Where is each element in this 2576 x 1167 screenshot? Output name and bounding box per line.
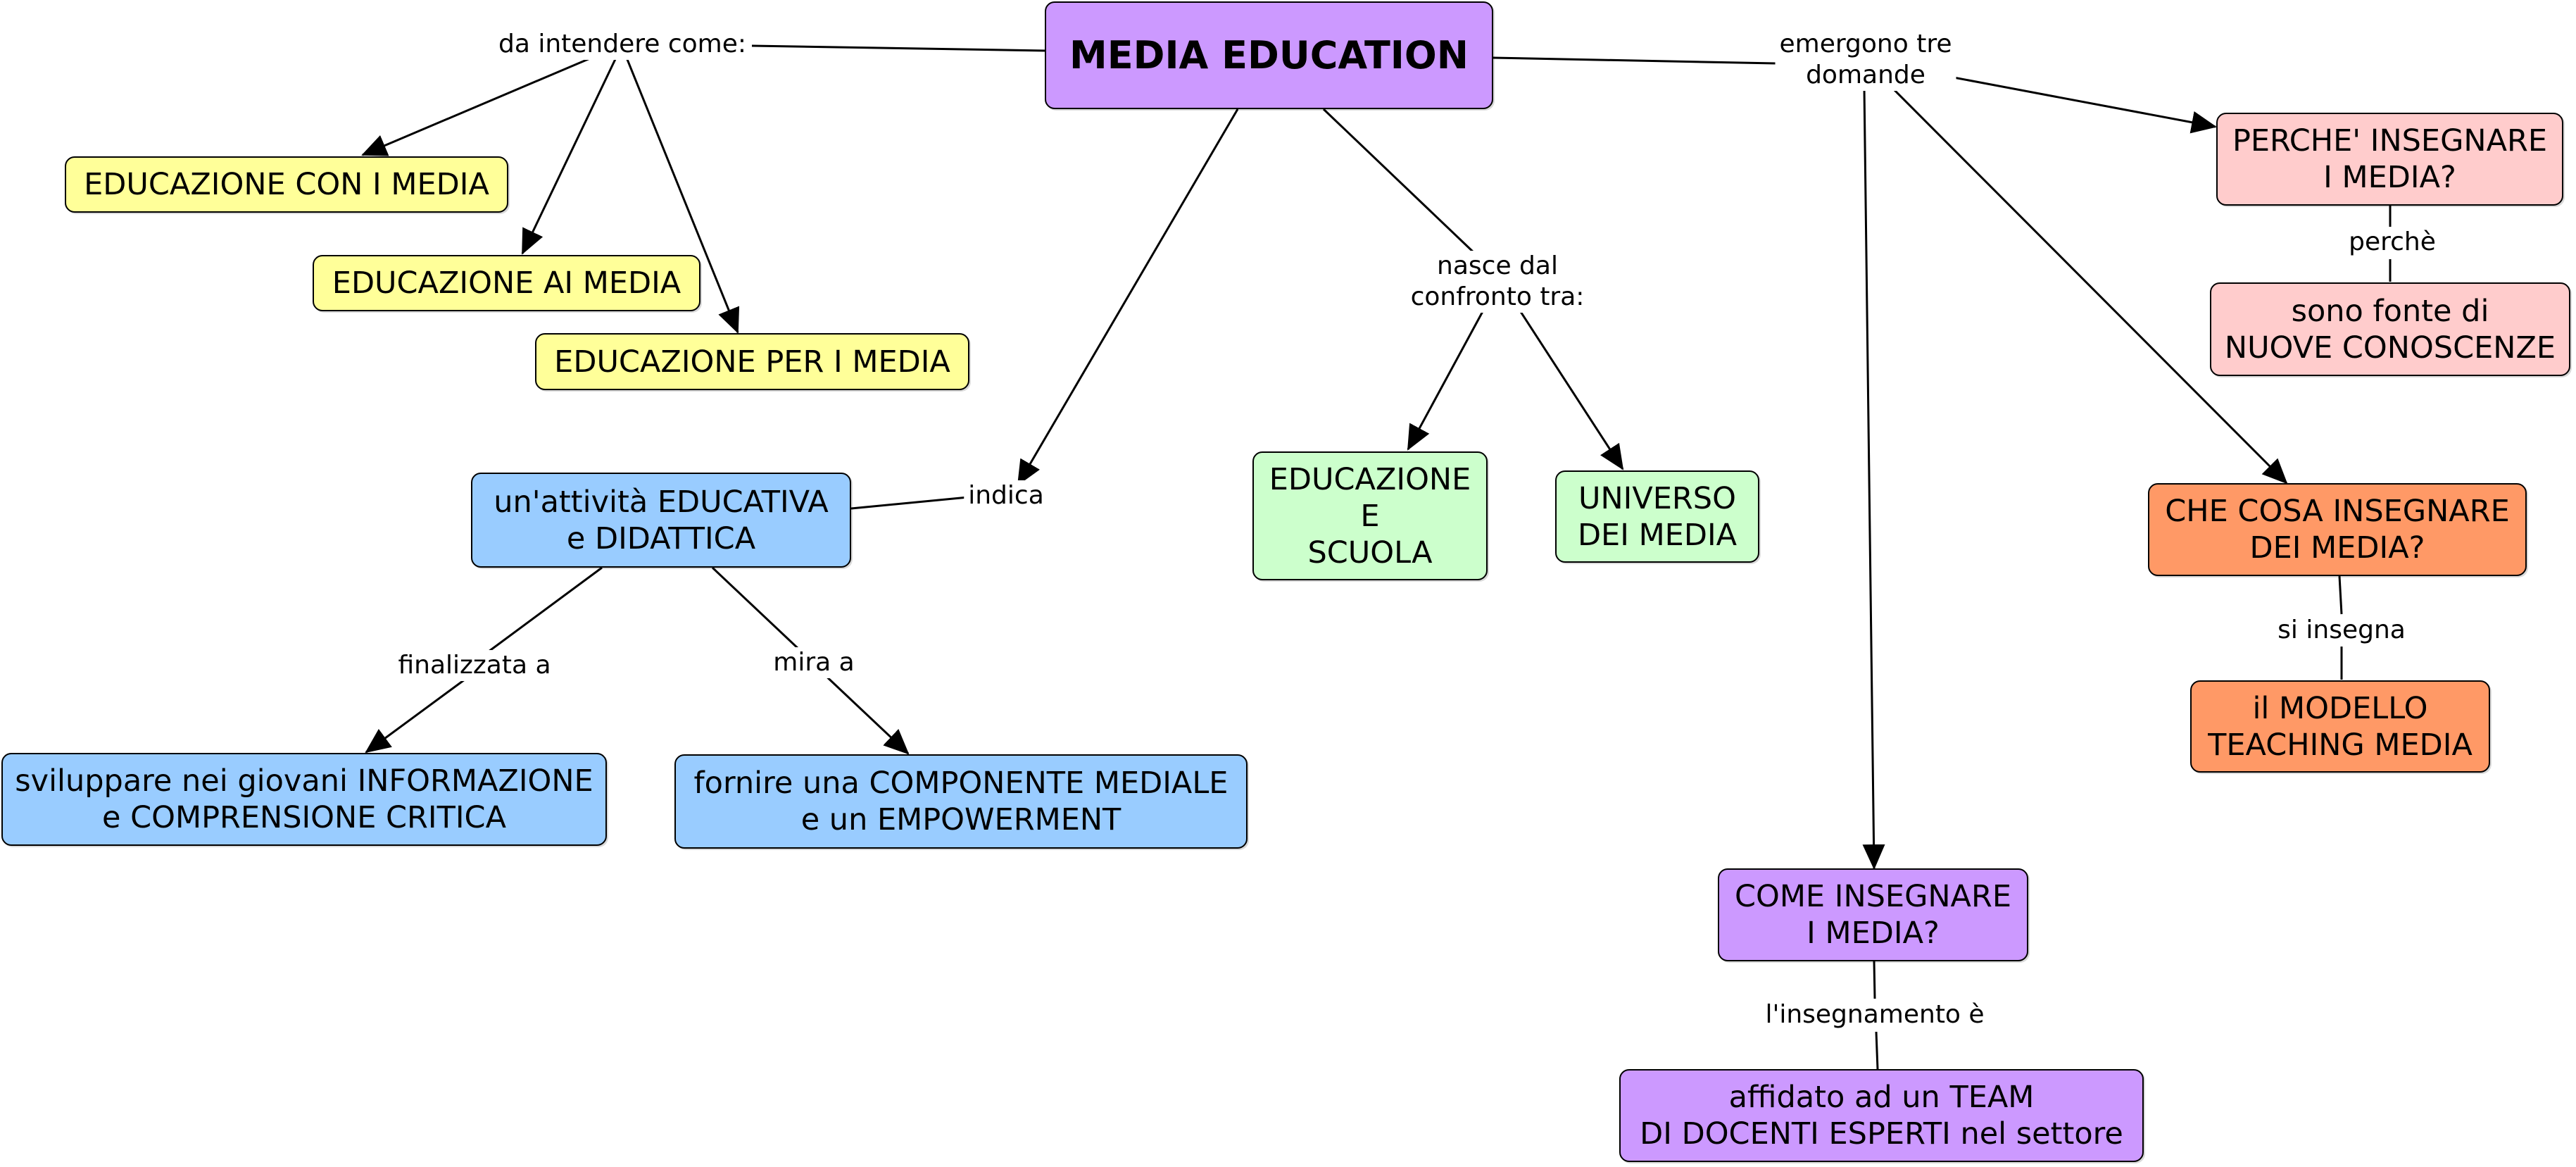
node-modello-teaching-media[interactable]: il MODELLO TEACHING MEDIA [2190,680,2490,773]
edge-che-cosa-to-link [2338,575,2343,615]
edge-nasce-to-universo [1516,306,1624,470]
edge-link-to-affidato [1875,1031,1879,1070]
link-label-da-intendere-come: da intendere come: [494,29,751,60]
node-che-cosa-insegnare[interactable]: CHE COSA INSEGNARE DEI MEDIA? [2148,483,2527,576]
edge-indica-to-attivita [850,496,969,510]
edge-da-intendere-to-educazione-per [625,57,740,334]
edge-main-to-nasce [1322,108,1476,255]
link-label-nasce-dal-confronto: nasce dal confronto tra: [1406,251,1589,313]
node-educazione-e-scuola[interactable]: EDUCAZIONE E SCUOLA [1252,451,1488,580]
node-nuove-conoscenze[interactable]: sono fonte di NUOVE CONOSCENZE [2210,282,2570,376]
node-universo-dei-media[interactable]: UNIVERSO DEI MEDIA [1555,470,1759,563]
edge-emergono-to-come [1862,87,1885,870]
node-educazione-con-i-media[interactable]: EDUCAZIONE CON I MEDIA [65,156,508,213]
edge-emergono-to-che-cosa [1889,85,2288,485]
link-label-indica: indica [964,480,1048,511]
node-affidato-team[interactable]: affidato ad un TEAM DI DOCENTI ESPERTI n… [1619,1069,2144,1162]
node-sviluppare[interactable]: sviluppare nei giovani INFORMAZIONE e CO… [1,753,607,846]
node-educazione-ai-media[interactable]: EDUCAZIONE AI MEDIA [313,255,700,311]
link-label-finalizzata-a: finalizzata a [394,650,555,681]
node-media-education[interactable]: MEDIA EDUCATION [1045,1,1493,109]
link-label-mira-a: mira a [769,647,859,678]
node-attivita-educativa[interactable]: un'attività EDUCATIVA e DIDATTICA [471,473,851,568]
edge-finalizzata-to-sviluppare [365,678,465,754]
link-label-si-insegna: si insegna [2273,615,2410,646]
link-label-emergono-tre-domande: emergono tre domande [1775,29,1956,91]
link-label-perche: perchè [2344,227,2440,258]
edge-da-intendere-to-educazione-con [361,55,596,156]
link-label-insegnamento-e: l'insegnamento è [1761,999,1989,1030]
node-come-insegnare[interactable]: COME INSEGNARE I MEDIA? [1718,868,2028,961]
edge-mira-to-fornire [821,671,910,755]
edge-emergono-to-perche [1953,76,2217,134]
edge-main-to-attivita [1017,108,1239,486]
edge-nasce-to-educazione-scuola [1407,306,1487,451]
edge-main-to-emergono [1492,56,1776,65]
node-perche-insegnare[interactable]: PERCHE' INSEGNARE I MEDIA? [2216,113,2563,206]
edge-da-intendere-to-educazione-ai [521,57,617,255]
edge-attivita-to-finalizzata [485,566,603,655]
edge-main-to-da-intendere [751,44,1046,52]
edge-attivita-to-mira [711,566,800,651]
node-fornire[interactable]: fornire una COMPONENTE MEDIALE e un EMPO… [674,754,1248,849]
node-educazione-per-i-media[interactable]: EDUCAZIONE PER I MEDIA [535,333,969,390]
edge-come-to-link [1873,961,1876,999]
